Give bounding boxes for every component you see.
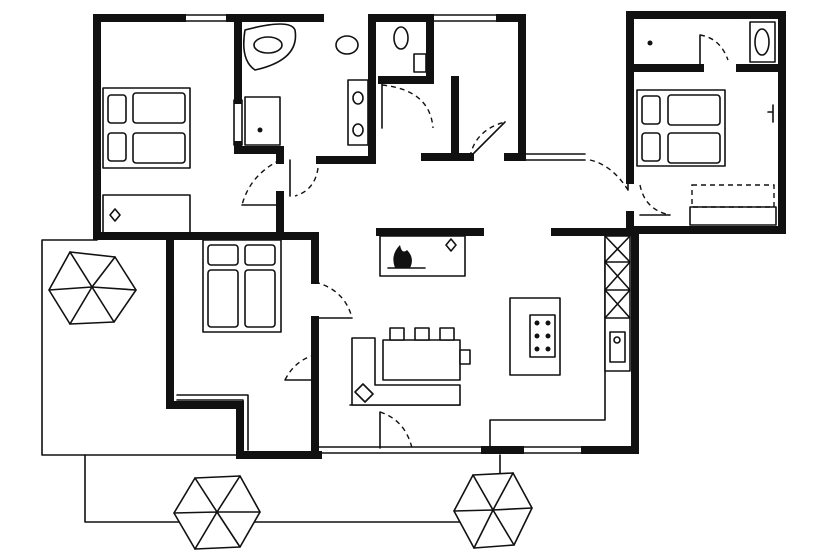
doors xyxy=(233,34,729,449)
bed-icon xyxy=(202,239,282,333)
umbrella-icon xyxy=(173,475,261,550)
bathtub-icon xyxy=(647,21,776,63)
walls xyxy=(93,11,786,459)
sink-icon xyxy=(335,35,369,146)
umbrella-icon xyxy=(453,472,533,549)
toilet-icon xyxy=(393,26,427,73)
windows xyxy=(166,11,786,454)
kitchen-counter-icon xyxy=(604,235,631,372)
fireplace-icon xyxy=(379,235,466,277)
umbrella-icon xyxy=(48,251,137,325)
sofa-icon xyxy=(351,327,471,406)
bed-icon xyxy=(102,87,191,234)
shower-icon xyxy=(244,96,281,146)
kitchen-island-icon xyxy=(509,297,561,376)
bathtub-icon xyxy=(242,23,297,71)
bed-icon xyxy=(636,89,777,226)
